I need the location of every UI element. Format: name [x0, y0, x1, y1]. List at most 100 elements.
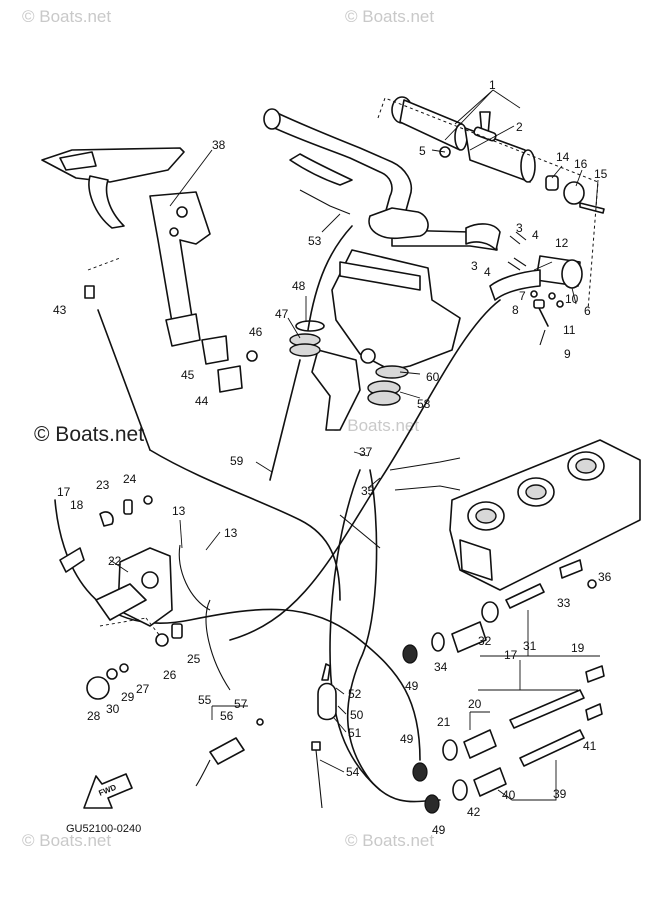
callout-10: 10 — [565, 292, 579, 306]
callout-56: 56 — [220, 709, 234, 723]
cable-59 — [269, 359, 301, 481]
cable-35b — [394, 485, 461, 491]
callout-41: 41 — [583, 739, 597, 753]
callout-48: 48 — [292, 279, 306, 293]
screw-8-head — [533, 299, 545, 309]
callout-22: 22 — [108, 554, 122, 568]
fitting-41 — [585, 703, 603, 721]
leader-54 — [319, 759, 345, 773]
callout-33: 33 — [557, 596, 571, 610]
grip-right-end — [520, 149, 536, 183]
cap-28 — [86, 676, 110, 700]
end-cap-16 — [563, 181, 585, 205]
callout-18: 18 — [70, 498, 84, 512]
grip-left — [399, 99, 463, 151]
column-top-clamp — [368, 207, 429, 240]
cable-loop-a — [149, 449, 341, 601]
grommet-49a — [402, 644, 418, 664]
lower-left-assembly — [59, 495, 183, 700]
carb-fitting — [459, 539, 493, 581]
callout-25: 25 — [187, 652, 201, 666]
leader-35 — [367, 477, 381, 489]
pedal-assembly — [41, 147, 258, 393]
fwd-arrow: FWD — [83, 773, 133, 809]
callout-17b: 17 — [504, 648, 518, 662]
callout-9: 9 — [564, 347, 571, 361]
callout-43: 43 — [53, 303, 67, 317]
callout-2: 2 — [516, 120, 523, 134]
callout-29: 29 — [121, 690, 135, 704]
leader-59 — [255, 461, 273, 473]
bracket-grip-region — [377, 97, 599, 311]
callout-4b: 4 — [484, 265, 491, 279]
grommet-49c — [424, 794, 440, 814]
bolt-46 — [246, 350, 258, 362]
rod-17 — [509, 689, 585, 729]
watermark-middle-center: © Boats.net — [330, 416, 419, 435]
bracket-17 — [478, 660, 578, 691]
cable-13b — [178, 544, 211, 611]
nut-32b — [481, 601, 499, 623]
leader-38 — [169, 149, 213, 207]
callout-12: 12 — [555, 236, 569, 250]
callout-21: 21 — [437, 715, 451, 729]
boot-58-ring — [367, 390, 401, 406]
throttle-housing-3 — [465, 223, 501, 251]
leader-13b — [179, 519, 183, 549]
callout-59: 59 — [230, 454, 244, 468]
callout-36: 36 — [598, 570, 612, 584]
tie-52 — [321, 663, 331, 681]
callout-16: 16 — [574, 157, 588, 171]
callout-27: 27 — [136, 682, 150, 696]
callout-8: 8 — [512, 303, 519, 317]
column-lower-arm — [311, 349, 361, 431]
grip-screw-head — [473, 126, 497, 142]
leader-51 — [333, 717, 347, 733]
callout-44: 44 — [195, 394, 209, 408]
lower-center-assembly — [195, 663, 337, 809]
callout-20: 20 — [468, 697, 482, 711]
callout-51: 51 — [348, 726, 362, 740]
cable-43 — [97, 309, 151, 451]
callout-42: 42 — [467, 805, 481, 819]
leader-5 — [431, 149, 446, 153]
cable-53 — [307, 225, 353, 331]
callout-15: 15 — [594, 167, 608, 181]
leader-1 — [444, 89, 521, 141]
callout-3b: 3 — [471, 259, 478, 273]
carb-bore-1-inner — [475, 508, 497, 524]
plate-44 — [217, 365, 243, 393]
fwd-arrow-shape — [83, 773, 133, 809]
cable-13-loop — [205, 599, 231, 691]
carb-bore-3-inner — [575, 458, 597, 474]
bolt-15 — [579, 202, 605, 214]
pedal-plate-inner — [59, 151, 97, 171]
washer-26 — [155, 633, 169, 647]
leader-lines — [87, 89, 600, 801]
leader-37 — [353, 451, 369, 457]
spring-3 — [509, 231, 527, 245]
callout-58: 58 — [417, 397, 431, 411]
bracket-55 — [211, 705, 248, 720]
leader-12 — [533, 261, 553, 271]
callout-5: 5 — [419, 144, 426, 158]
callout-54: 54 — [346, 765, 360, 779]
watermark-middle-left: © Boats.net — [34, 423, 144, 446]
callout-32: 32 — [478, 634, 492, 648]
bracket-22-hub — [141, 571, 159, 589]
nut-21 — [442, 739, 458, 761]
nut-34 — [431, 632, 445, 652]
callout-55: 55 — [198, 693, 212, 707]
bracket-45 — [201, 335, 229, 365]
watermark-top-right: © Boats.net — [345, 7, 434, 26]
bracket-40-39 — [497, 760, 557, 801]
cables — [54, 189, 501, 803]
pedal-hinge — [88, 175, 125, 229]
cable-56-end — [339, 514, 381, 549]
diagram-code: GU52100-0240 — [66, 823, 141, 835]
leader-43-bracket — [87, 257, 121, 271]
watermark-bottom-right: © Boats.net — [345, 831, 434, 850]
cable-loop-d — [346, 469, 441, 803]
callout-17a: 17 — [57, 485, 71, 499]
